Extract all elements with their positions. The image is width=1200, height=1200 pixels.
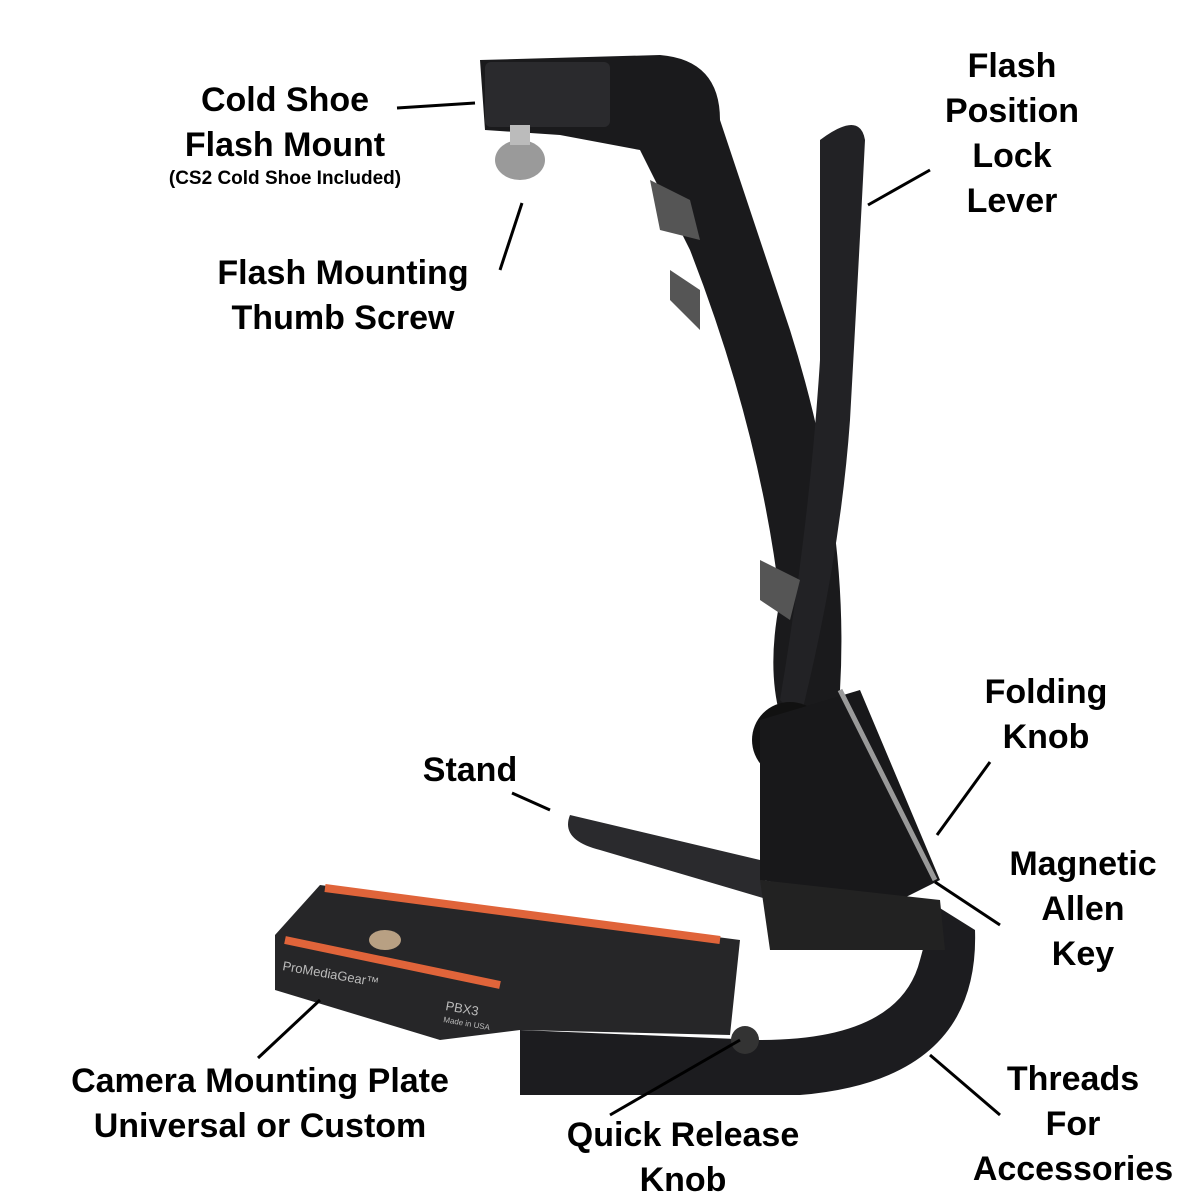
label-line: Threads — [1006, 1060, 1140, 1098]
leader-stand — [511, 791, 551, 812]
label-line: Flash Mounting — [217, 254, 469, 292]
label-line: Position — [944, 92, 1080, 130]
leader-lock-lever — [867, 168, 931, 207]
arm-cutout — [650, 180, 800, 620]
label-line: Stand — [422, 751, 518, 789]
quick-release-knob — [731, 1026, 759, 1054]
allen-key — [837, 688, 938, 882]
leader-quick-release — [609, 1038, 741, 1117]
leader-allen-key — [934, 880, 1001, 927]
label-line: Thumb Screw — [231, 299, 455, 337]
label-line: Allen — [1041, 890, 1125, 928]
leader-lines — [256, 101, 1001, 1117]
label-line: Lock — [972, 137, 1052, 175]
camera-plate — [275, 885, 740, 1040]
label-line: Lever — [966, 182, 1058, 220]
label-line: Quick Release — [566, 1116, 800, 1154]
label-stand: Stand — [423, 748, 517, 793]
label-line: Cold Shoe — [200, 81, 370, 119]
label-quick-release: Quick Release Knob — [567, 1113, 799, 1200]
model-marking: PBX3 — [444, 998, 479, 1019]
label-line: Camera Mounting Plate — [71, 1062, 449, 1100]
label-line: Folding — [984, 673, 1108, 711]
label-line: Universal or Custom — [93, 1107, 427, 1145]
leader-cold-shoe — [396, 101, 476, 110]
label-line: Flash — [967, 47, 1057, 85]
leader-camera-plate — [256, 998, 322, 1060]
label-folding-knob: Folding Knob — [985, 670, 1108, 760]
label-camera-plate: Camera Mounting Plate Universal or Custo… — [71, 1059, 449, 1149]
base-arc — [520, 905, 976, 1095]
label-line: Accessories — [972, 1150, 1174, 1188]
label-line: Flash Mount — [184, 126, 386, 164]
folding-body — [760, 690, 940, 900]
stand — [568, 815, 770, 900]
label-thumb-screw: Flash Mounting Thumb Screw — [217, 251, 468, 341]
thumb-screw — [495, 140, 545, 180]
label-line: Key — [1051, 935, 1115, 973]
label-line: Knob — [639, 1161, 727, 1199]
leader-thumb-screw — [498, 202, 524, 271]
label-note: (CS2 Cold Shoe Included) — [168, 168, 402, 189]
label-allen-key: Magnetic Allen Key — [1009, 842, 1156, 977]
cold-shoe-mount — [485, 62, 610, 127]
label-line: Magnetic — [1009, 845, 1157, 883]
leader-threads — [929, 1053, 1001, 1117]
lock-lever — [780, 125, 865, 720]
leader-folding-knob — [935, 761, 992, 836]
label-cold-shoe: Cold Shoe Flash Mount (CS2 Cold Shoe Inc… — [169, 78, 401, 190]
label-line: Knob — [1002, 718, 1090, 756]
label-threads: Threads For Accessories — [973, 1057, 1173, 1192]
label-lock-lever: Flash Position Lock Lever — [945, 44, 1079, 224]
label-line: For — [1045, 1105, 1101, 1143]
base-side — [760, 880, 945, 950]
